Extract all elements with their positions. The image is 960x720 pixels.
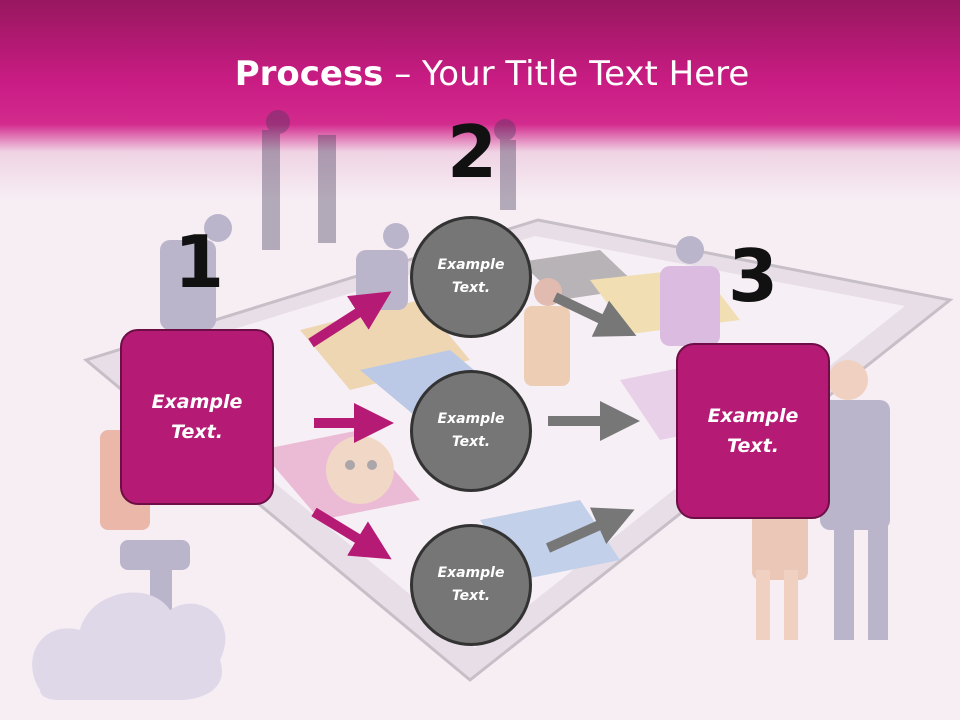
- step-box-3: Example Text.: [676, 343, 830, 519]
- arrow-top-to-3: [552, 292, 637, 337]
- step-number-2: 2: [446, 110, 498, 194]
- title-bold: Process: [234, 54, 384, 94]
- step-box-1: Example Text.: [120, 329, 274, 505]
- arrow-1-to-bottom: [311, 507, 392, 560]
- step-number-1: 1: [173, 220, 225, 304]
- arrow-bottom-to-3: [545, 507, 635, 553]
- node-circle-middle: Example Text.: [410, 370, 532, 492]
- arrow-1-to-top: [308, 291, 392, 348]
- title-rest: – Your Title Text Here: [383, 54, 750, 94]
- header-band: [0, 0, 960, 200]
- node-circle-top: Example Text.: [410, 216, 532, 338]
- node-circle-bottom: Example Text.: [410, 524, 532, 646]
- page-title: Process – Your Title Text Here: [0, 52, 960, 96]
- step-number-3: 3: [727, 234, 779, 318]
